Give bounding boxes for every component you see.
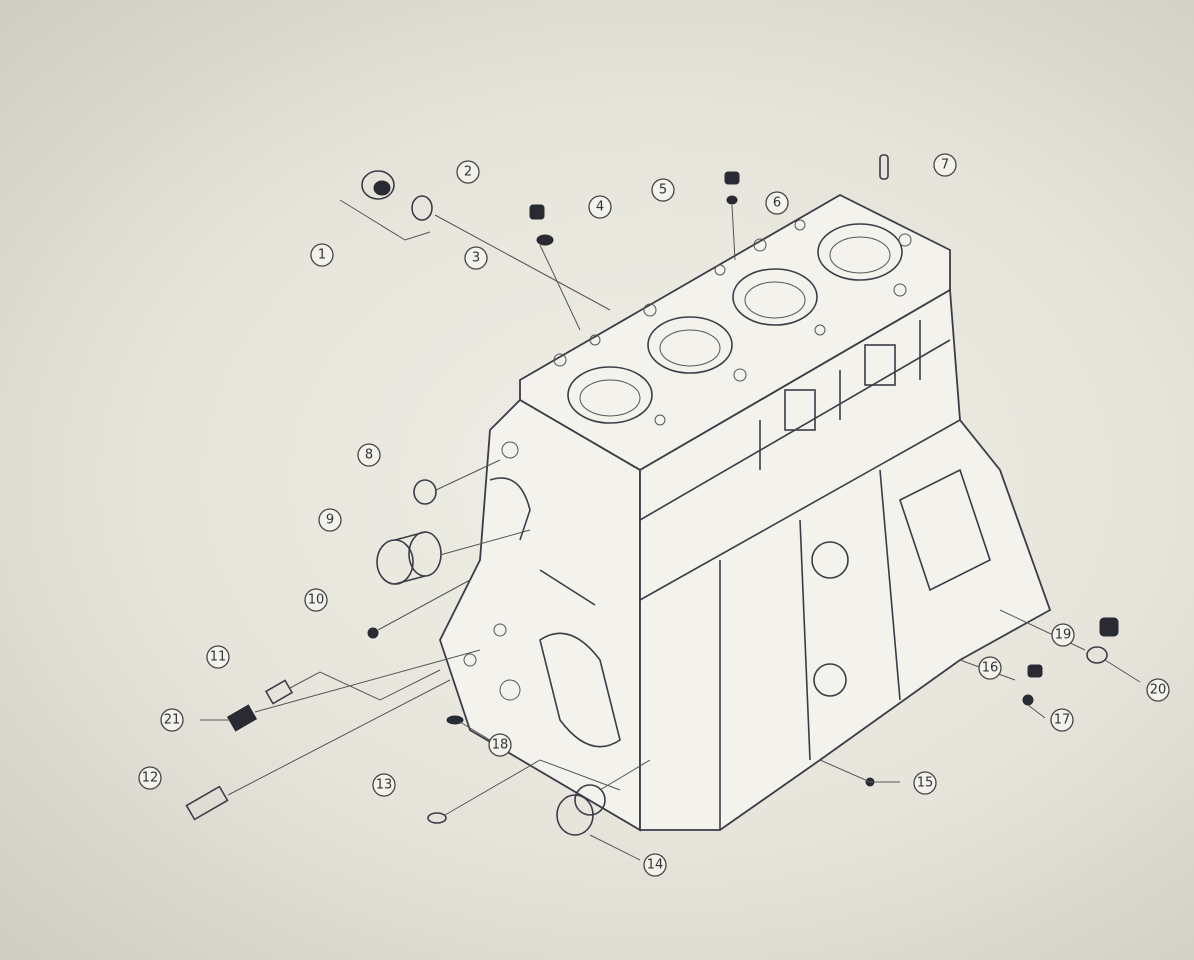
callout-number: 14: [647, 858, 664, 873]
callout-15: 15: [913, 771, 937, 795]
part-17-washer: [1022, 694, 1034, 706]
callout-number: 20: [1150, 683, 1167, 698]
callout-4: 4: [588, 195, 612, 219]
callout-11: 11: [206, 645, 230, 669]
part-4-washer: [536, 234, 554, 246]
part-6-washer: [726, 195, 738, 205]
callout-number: 11: [210, 650, 227, 665]
callout-circle: [372, 773, 396, 797]
part-16-plug: [1027, 664, 1043, 678]
callout-1: 1: [310, 243, 334, 267]
part-18-pin: [446, 715, 464, 725]
callout-circle: [464, 246, 488, 270]
loose-parts: [185, 154, 1141, 861]
callout-circle: [206, 645, 230, 669]
callout-7: 7: [933, 153, 957, 177]
callout-number: 3: [472, 251, 480, 266]
callout-number: 18: [492, 738, 509, 753]
callout-number: 7: [941, 158, 949, 173]
callout-number: 16: [982, 661, 999, 676]
part-20-washer: [1086, 646, 1108, 664]
callout-number: 17: [1054, 713, 1071, 728]
callout-14: 14: [643, 853, 667, 877]
callout-21: 21: [160, 708, 184, 732]
callout-circle: [588, 195, 612, 219]
callout-number: 21: [164, 713, 181, 728]
callout-16: 16: [978, 656, 1002, 680]
part-1-plug: [361, 170, 395, 200]
part-10-plug: [367, 627, 379, 639]
callout-number: 6: [773, 196, 781, 211]
part-19-plug: [1099, 617, 1119, 637]
callout-circle: [643, 853, 667, 877]
callout-number: 2: [464, 165, 472, 180]
callout-circle: [488, 733, 512, 757]
callout-9: 9: [318, 508, 342, 532]
callout-number: 8: [365, 448, 373, 463]
callout-number: 4: [596, 200, 604, 215]
part-14-cap: [556, 784, 606, 836]
callout-20: 20: [1146, 678, 1170, 702]
part-2-oring: [411, 195, 433, 221]
callout-12: 12: [138, 766, 162, 790]
callout-number: 15: [917, 776, 934, 791]
callout-number: 13: [376, 778, 393, 793]
callout-8: 8: [357, 443, 381, 467]
callout-circle: [160, 708, 184, 732]
callout-number: 5: [659, 183, 667, 198]
callout-6: 6: [765, 191, 789, 215]
callout-3: 3: [464, 246, 488, 270]
callout-circle: [913, 771, 937, 795]
callout-circle: [978, 656, 1002, 680]
callout-circle: [357, 443, 381, 467]
part-3-plug: [529, 204, 545, 220]
callout-circle: [318, 508, 342, 532]
callout-circle: [456, 160, 480, 184]
part-7-pin: [879, 154, 889, 180]
part-8-plug: [413, 479, 437, 505]
callout-circle: [304, 588, 328, 612]
callout-number: 10: [308, 593, 325, 608]
callout-number: 12: [142, 771, 159, 786]
callout-circle: [651, 178, 675, 202]
callout-13: 13: [372, 773, 396, 797]
callout-circle: [1050, 708, 1074, 732]
part-12-fitting: [185, 785, 229, 821]
engine-block-illustration: [439, 193, 1052, 832]
callout-circle: [1146, 678, 1170, 702]
part-13-pin: [427, 812, 447, 824]
callout-17: 17: [1050, 708, 1074, 732]
callout-2: 2: [456, 160, 480, 184]
callout-circle: [1051, 623, 1075, 647]
part-5-plug: [724, 171, 740, 185]
callout-circle: [310, 243, 334, 267]
part-11-fitting: [264, 679, 294, 705]
part-21-screw: [226, 704, 258, 732]
callout-circle: [933, 153, 957, 177]
callout-number: 1: [318, 248, 326, 263]
callout-circle: [765, 191, 789, 215]
callout-10: 10: [304, 588, 328, 612]
callout-19: 19: [1051, 623, 1075, 647]
callout-18: 18: [488, 733, 512, 757]
callout-5: 5: [651, 178, 675, 202]
callout-circle: [138, 766, 162, 790]
callout-number: 19: [1055, 628, 1072, 643]
part-9-bushing: [376, 531, 442, 585]
callout-number: 9: [326, 513, 334, 528]
